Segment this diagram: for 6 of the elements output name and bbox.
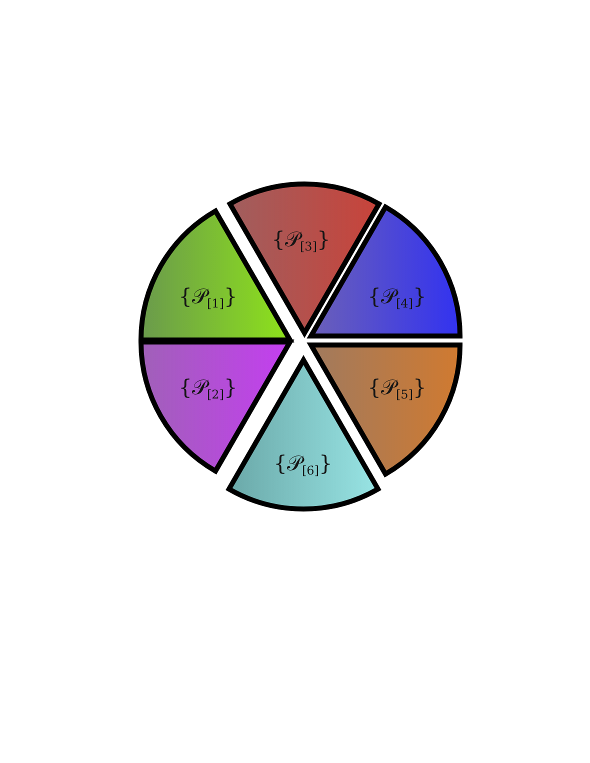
sector-label: {𝒫$_{[1]}$} xyxy=(178,286,238,308)
sector-label: {𝒫$_{[5]}$} xyxy=(368,378,426,398)
sector-label: {𝒫$_{[3]}$} xyxy=(272,230,330,250)
sector-label: {𝒫$_{[6]}$} xyxy=(274,454,332,474)
sector-label: {𝒫$_{[4]}$} xyxy=(368,286,426,308)
sector-label: {𝒫$_{[2]}$} xyxy=(178,378,238,398)
